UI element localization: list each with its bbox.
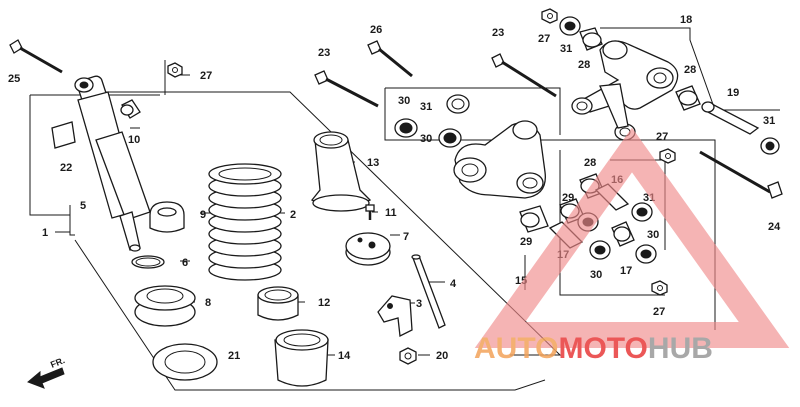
callout: 23 bbox=[318, 47, 330, 59]
callout: 14 bbox=[338, 350, 351, 362]
seal-30-middle-b bbox=[438, 128, 462, 148]
watermark-part-auto: AUTO bbox=[474, 332, 558, 365]
coil-spring-2 bbox=[208, 163, 282, 281]
bolt-26 bbox=[367, 40, 413, 78]
sleeve-19 bbox=[701, 101, 760, 135]
callout: 23 bbox=[492, 27, 504, 39]
washer-21 bbox=[152, 343, 218, 381]
callout: 25 bbox=[8, 73, 20, 85]
seal-30-lower-a bbox=[589, 240, 611, 260]
callout: 4 bbox=[450, 278, 457, 290]
shock-absorber bbox=[74, 75, 151, 252]
callout: 30 bbox=[590, 269, 602, 281]
callout: 20 bbox=[436, 350, 448, 362]
callout: 22 bbox=[60, 162, 72, 174]
callout: 30 bbox=[398, 95, 410, 107]
front-arrow: FR. bbox=[27, 355, 66, 389]
collar-29-b bbox=[611, 221, 635, 247]
clip-22 bbox=[51, 121, 76, 149]
nut-20 bbox=[399, 347, 417, 365]
callout: 9 bbox=[200, 209, 206, 221]
watermark-triangle bbox=[474, 127, 790, 348]
callout: 27 bbox=[656, 131, 668, 143]
bolt-23-middle bbox=[314, 70, 379, 108]
callout: 27 bbox=[538, 33, 550, 45]
callout: 28 bbox=[684, 64, 696, 76]
callout: 18 bbox=[680, 14, 692, 26]
collar-28-top bbox=[579, 27, 603, 51]
callout: 8 bbox=[205, 297, 211, 309]
watermark: AUTOMOTOHUB bbox=[474, 127, 790, 365]
callout: 2 bbox=[290, 209, 296, 221]
callout: 31 bbox=[560, 43, 572, 55]
nut-27-right bbox=[659, 148, 676, 164]
callout: 6 bbox=[182, 257, 188, 269]
bolt-24 bbox=[699, 150, 783, 199]
callout: 17 bbox=[620, 265, 632, 277]
callout: 28 bbox=[584, 157, 596, 169]
bearing-31-lower-b bbox=[631, 202, 653, 222]
nut-27-left bbox=[167, 62, 183, 78]
watermark-logo: AUTOMOTOHUB bbox=[474, 332, 713, 365]
seal-30-lower-b bbox=[635, 244, 657, 264]
callout: 19 bbox=[727, 87, 739, 99]
callout: 21 bbox=[228, 350, 240, 362]
callout: 26 bbox=[370, 24, 382, 36]
callout: 11 bbox=[385, 207, 397, 219]
spring-seat-8 bbox=[134, 285, 196, 327]
collar-14 bbox=[274, 329, 329, 387]
callout: 29 bbox=[562, 192, 574, 204]
callout: 5 bbox=[80, 200, 86, 212]
callout: 29 bbox=[520, 236, 532, 248]
callout: 1 bbox=[42, 227, 48, 239]
callout: 10 bbox=[128, 134, 140, 146]
callout: 24 bbox=[768, 221, 781, 233]
collar-29-middle bbox=[519, 205, 549, 233]
shock-arm bbox=[453, 120, 546, 199]
bearing-31-middle bbox=[446, 94, 470, 114]
callout: 30 bbox=[420, 133, 432, 145]
bolt-23-right bbox=[491, 53, 557, 98]
callout: 3 bbox=[416, 298, 422, 310]
bearing-31-top bbox=[559, 16, 581, 36]
watermark-part-hub: HUB bbox=[648, 332, 713, 365]
callout: 28 bbox=[578, 59, 590, 71]
rod-4 bbox=[411, 254, 446, 329]
callout: 31 bbox=[763, 115, 775, 127]
bearing-31-right bbox=[760, 137, 780, 155]
callout: 30 bbox=[647, 229, 659, 241]
bolt-25 bbox=[9, 39, 63, 74]
collar-12 bbox=[257, 286, 299, 321]
shock-link-18 bbox=[571, 40, 679, 141]
callout: 27 bbox=[200, 70, 212, 82]
callout-labels: 25 27 10 22 5 1 9 6 8 21 2 12 14 13 11 7… bbox=[8, 14, 781, 362]
bushing-10 bbox=[120, 99, 141, 119]
bracket-3 bbox=[377, 295, 413, 337]
cap-9 bbox=[149, 201, 185, 233]
screw-11 bbox=[365, 204, 375, 220]
stopper-plate-7 bbox=[345, 232, 391, 266]
boot-13 bbox=[311, 131, 372, 212]
callout: 12 bbox=[318, 297, 330, 309]
callout: 31 bbox=[420, 101, 432, 113]
nut-27-lower bbox=[651, 280, 668, 296]
seal-30-middle-a bbox=[394, 118, 418, 138]
callout: 27 bbox=[653, 306, 665, 318]
callout: 7 bbox=[403, 231, 409, 243]
watermark-part-moto: MOTO bbox=[558, 332, 647, 365]
nut-27-top bbox=[541, 8, 558, 24]
callout: 13 bbox=[367, 157, 379, 169]
circlip-6 bbox=[131, 255, 165, 269]
collar-28-right bbox=[675, 85, 701, 111]
front-arrow-label: FR. bbox=[49, 355, 66, 370]
